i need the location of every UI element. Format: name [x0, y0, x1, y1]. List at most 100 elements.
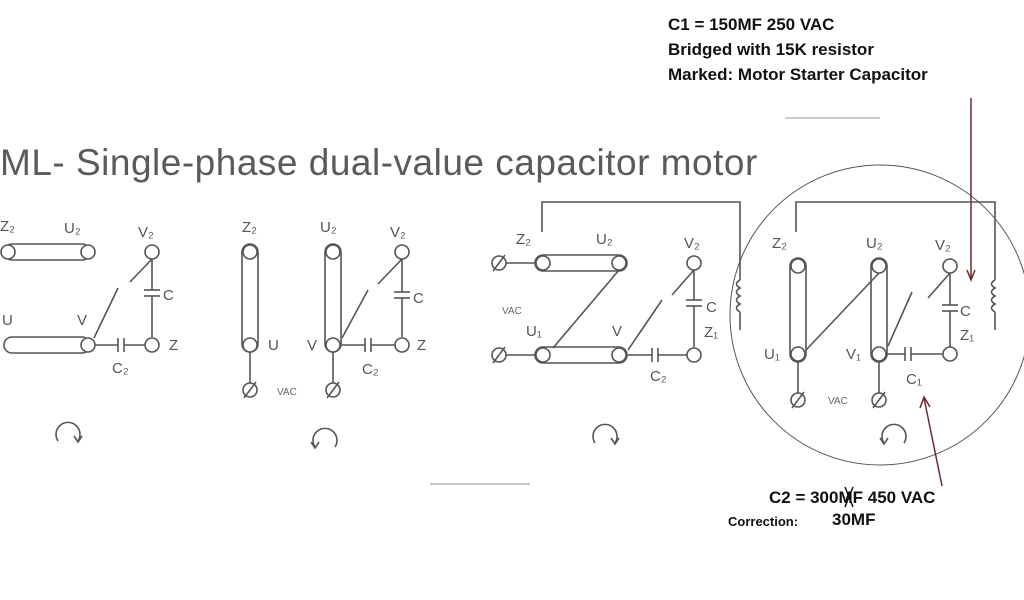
switch-wire — [927, 272, 951, 299]
terminal-v2 — [686, 255, 702, 271]
terminal-v1 — [80, 337, 96, 353]
terminal-u2 — [325, 244, 341, 260]
c1-annotation: C1 = 150MF 250 VAC Bridged with 15K resi… — [668, 12, 928, 87]
label-c: C — [413, 290, 424, 307]
terminal-v1 — [325, 337, 341, 353]
terminal-z2 — [0, 244, 16, 260]
label-z1: Z — [417, 337, 426, 354]
winding-link-bottom — [3, 336, 91, 354]
rotation-arrowhead-icon — [610, 437, 620, 446]
rotation-arrowhead-icon — [310, 441, 320, 450]
label-v1: V — [612, 323, 622, 340]
top-loop-wire — [795, 201, 996, 280]
winding-link-left — [241, 243, 259, 353]
label-c2: C₂ — [650, 368, 667, 385]
label-c1: C₁ — [906, 371, 922, 388]
supply-terminal-mark — [243, 381, 257, 399]
terminal-v2 — [144, 244, 160, 260]
terminal-z2 — [242, 244, 258, 260]
label-u1: U — [2, 312, 13, 329]
label-u2: U₂ — [596, 231, 613, 248]
terminal-u2 — [611, 255, 627, 271]
terminal-z1 — [144, 337, 160, 353]
supply-terminal-mark — [326, 381, 340, 399]
terminal-u1 — [790, 346, 806, 362]
c1-pointer-arrowhead — [966, 269, 976, 283]
switch-blade — [887, 291, 913, 347]
terminal-z2 — [535, 255, 551, 271]
label-u1: U — [268, 337, 279, 354]
terminal-u1 — [242, 337, 258, 353]
label-z1: Z — [169, 337, 178, 354]
terminal-z2 — [790, 258, 806, 274]
resistor-coil — [735, 279, 742, 313]
terminal-v1 — [871, 346, 887, 362]
supply-terminal-mark — [791, 391, 805, 409]
label-v2: V₂ — [138, 224, 154, 241]
terminal-u2 — [871, 258, 887, 274]
highlight-circle — [729, 164, 1024, 466]
switch-wire — [129, 258, 153, 283]
label-z2: Z₂ — [772, 235, 787, 252]
switch-wire — [671, 269, 695, 296]
label-z1: Z₁ — [704, 324, 718, 341]
terminal-z1 — [686, 347, 702, 363]
label-v2: V₂ — [684, 235, 700, 252]
switch-blade — [341, 289, 369, 339]
c2-pointer-arrowhead — [919, 395, 931, 409]
terminal-z1 — [394, 337, 410, 353]
supply-terminal-mark — [492, 254, 506, 272]
label-c2: C₂ — [112, 360, 129, 377]
cross-wire — [552, 269, 620, 349]
diagram-title: ML- Single-phase dual-value capacitor mo… — [0, 142, 758, 183]
switch-blade — [627, 299, 663, 351]
terminal-v2 — [394, 244, 410, 260]
rotation-arrowhead-icon — [73, 435, 83, 444]
label-u2: U₂ — [866, 235, 883, 252]
label-v2: V₂ — [390, 224, 406, 241]
terminal-v1 — [611, 347, 627, 363]
terminal-v2 — [942, 258, 958, 274]
c2-pointer-line — [923, 397, 943, 487]
winding-link-top — [3, 243, 91, 261]
label-v1: V — [307, 337, 317, 354]
correction-value: 30MF — [832, 510, 876, 529]
switch-blade — [93, 287, 119, 339]
wiring-diagram-2: Z₂ U₂ V₂ C U V Z C₂ VAC — [241, 219, 426, 450]
label-vac: VAC — [502, 306, 522, 317]
supply-terminal-mark — [872, 391, 886, 409]
label-c: C — [960, 303, 971, 320]
label-z2: Z₂ — [516, 231, 531, 248]
rotation-arrow-icon — [55, 421, 81, 442]
c2-rating: C2 = 300MF 450 VAC — [769, 488, 936, 507]
resistor-coil — [990, 279, 997, 313]
label-u2: U₂ — [320, 219, 337, 236]
wiring-diagram-1: Z₂ U₂ V₂ C U V Z C₂ — [0, 218, 178, 444]
correction-strike — [844, 486, 854, 508]
wiring-diagram-3: Z₂ U₂ V₂ C Z₁ VAC U₁ V C₂ — [491, 201, 742, 446]
label-z2: Z₂ — [242, 219, 257, 236]
label-z2: Z₂ — [0, 218, 15, 235]
terminal-u1 — [535, 347, 551, 363]
c1-rating: C1 = 150MF 250 VAC — [668, 15, 835, 34]
terminal-z1 — [942, 346, 958, 362]
label-c2: C₂ — [362, 361, 379, 378]
label-vac: VAC — [828, 396, 848, 407]
label-u1: U₁ — [526, 323, 542, 340]
top-loop-wire — [541, 201, 741, 280]
label-v1: V — [77, 312, 87, 329]
label-v1: V₁ — [846, 346, 861, 363]
label-c: C — [163, 287, 174, 304]
terminal-u2 — [80, 244, 96, 260]
label-vac: VAC — [277, 387, 297, 398]
correction-label: Correction: — [728, 514, 799, 529]
label-u1: U₁ — [764, 346, 780, 363]
switch-wire — [377, 258, 403, 285]
rotation-arrowhead-icon — [879, 437, 889, 446]
cross-wire — [805, 272, 880, 351]
label-v2: V₂ — [935, 237, 951, 254]
label-z1: Z₁ — [960, 327, 974, 344]
rotation-arrow-icon — [312, 427, 338, 448]
label-u2: U₂ — [64, 220, 81, 237]
